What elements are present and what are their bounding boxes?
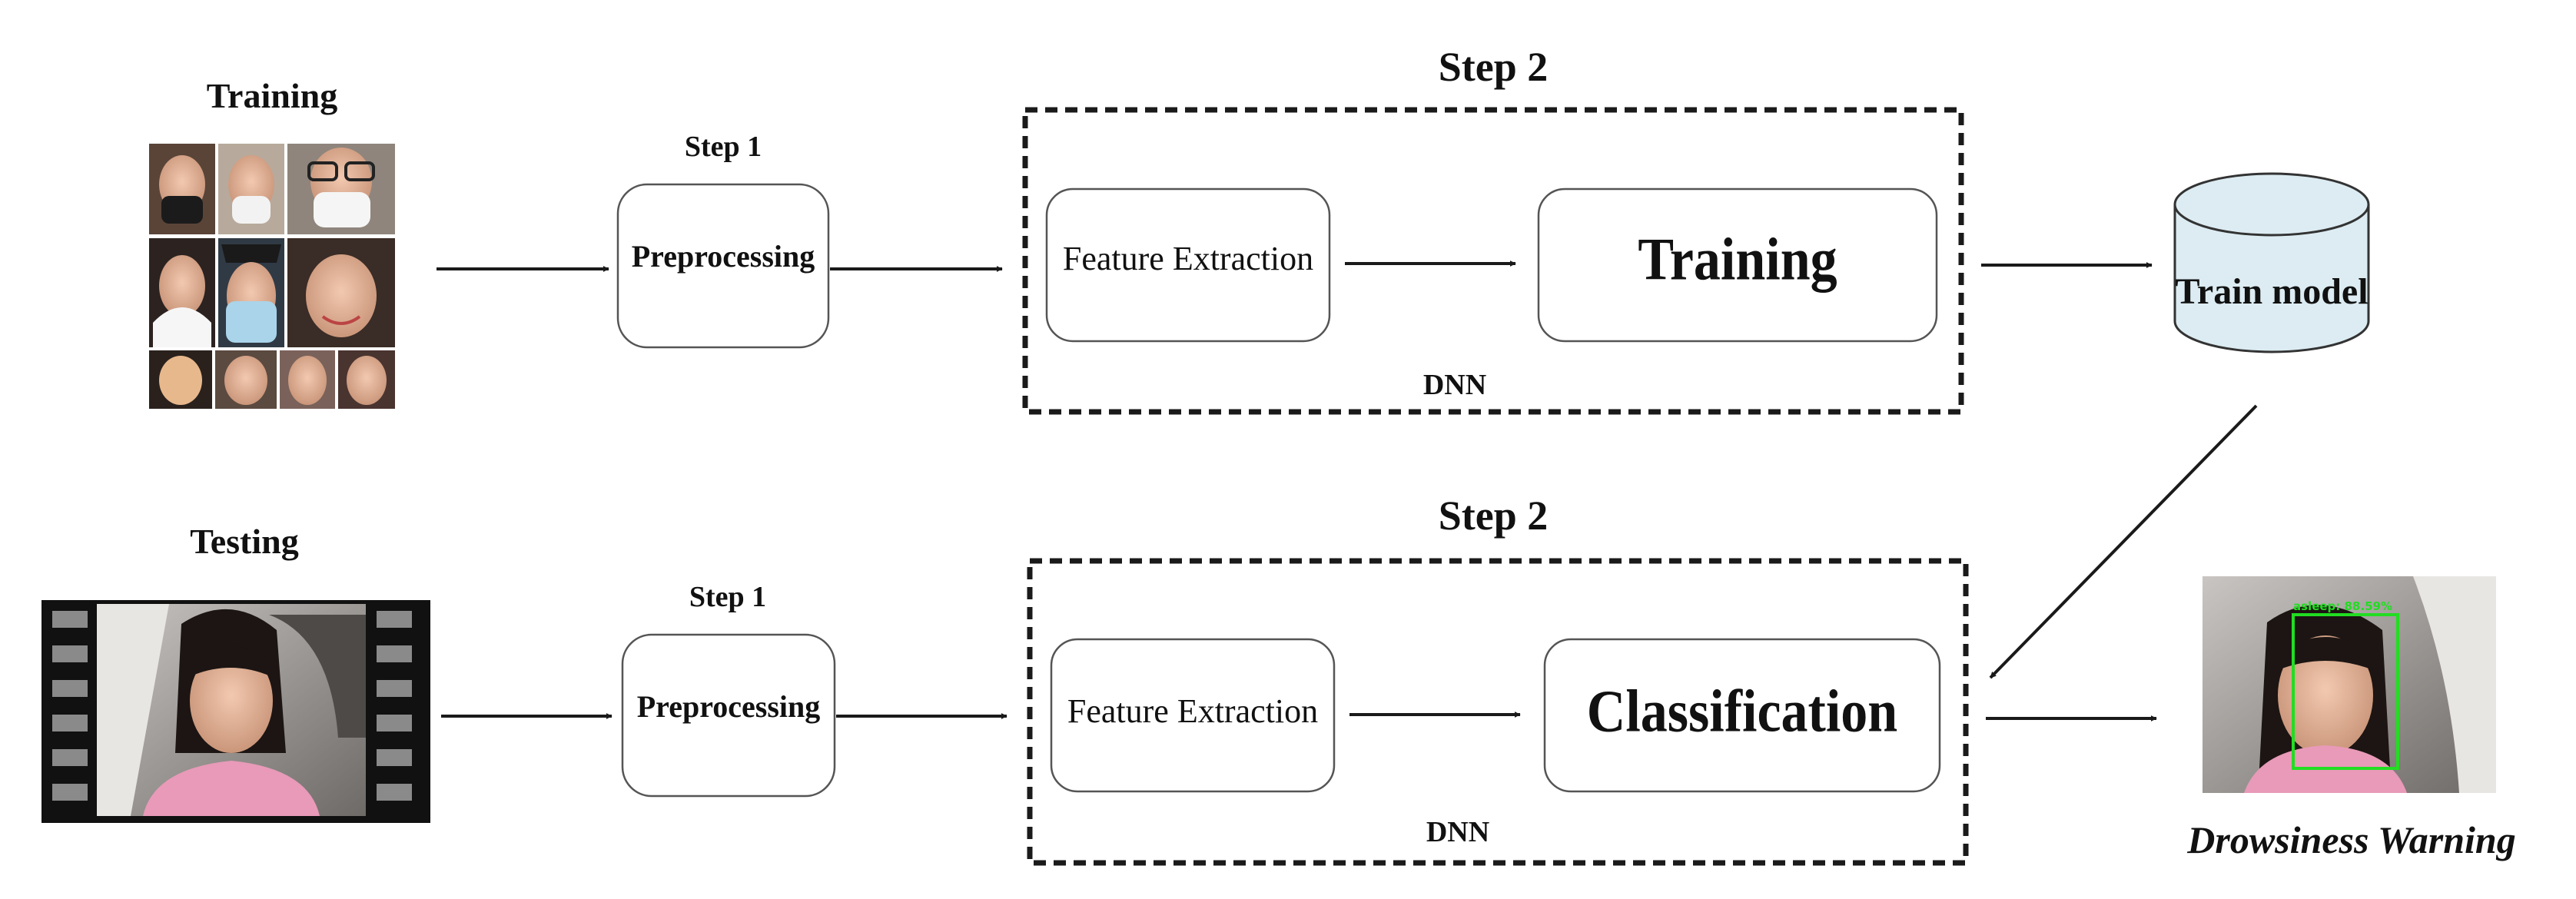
feature-extraction-text-testing: Feature Extraction [1067,692,1319,730]
flow-arrows [437,260,2258,722]
face-thumbnail [280,350,335,409]
face-thumbnail [338,350,395,409]
face-thumbnail [149,144,215,234]
testing-input-label: Testing [190,522,299,561]
train-model-database [2173,172,2370,353]
preprocessing-text-testing: Preprocessing [636,689,821,724]
preprocessing-text-training: Preprocessing [631,239,815,274]
training-input-label: Training [206,76,338,115]
classification-stage-box [1543,638,1941,793]
training-stage-box [1537,187,1938,343]
classification-stage-text: Classification [1586,678,1898,745]
step1-label-training: Step 1 [684,131,762,163]
step2-testing-container [1027,558,1969,866]
step2-label-testing: Step 2 [1438,493,1549,539]
drowsiness-warning-label: Drowsiness Warning [2187,818,2516,861]
step2-label-training: Step 2 [1438,44,1549,90]
dnn-label-training: DNN [1422,369,1487,401]
face-thumbnail [218,144,284,234]
face-thumbnail [287,144,395,234]
face-thumbnail [149,238,215,347]
face-thumbnail [215,350,277,409]
detection-overlay-text: asleep: 88.59% [2293,599,2392,613]
testing-video-filmstrip [41,600,430,823]
preprocessing-box-testing [621,633,836,798]
face-thumbnail [218,238,284,347]
dnn-label-testing: DNN [1426,816,1490,848]
arrow-train-model-to-classification [1989,404,2258,679]
detection-bounding-box [2292,613,2399,770]
training-stage-text: Training [1638,227,1837,294]
feature-extraction-text-training: Feature Extraction [1062,240,1314,277]
feature-extraction-box-training [1045,187,1331,343]
drowsiness-output-image [2203,576,2496,793]
train-model-text: Train model [2175,271,2369,312]
preprocessing-box-training [616,183,830,349]
face-thumbnail [287,238,395,347]
step2-training-container [1022,107,1964,415]
feature-extraction-box-testing [1050,638,1336,793]
face-thumbnail [149,350,212,409]
training-face-collage [149,144,395,409]
step1-label-testing: Step 1 [689,581,767,613]
